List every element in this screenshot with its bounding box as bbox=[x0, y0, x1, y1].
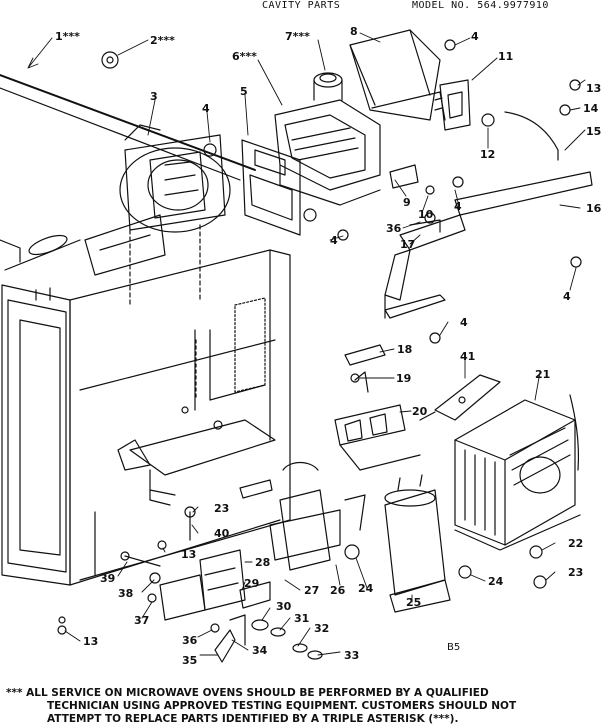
callout-9: 9 bbox=[403, 196, 411, 209]
callout-2: 2*** bbox=[150, 34, 175, 47]
note-line: ATTEMPT TO REPLACE PARTS IDENTIFIED BY A… bbox=[47, 713, 459, 725]
callout-29: 29 bbox=[244, 577, 259, 590]
noise-filter bbox=[419, 374, 501, 421]
callout-27: 27 bbox=[304, 584, 319, 597]
callout-13b: 13 bbox=[181, 548, 196, 561]
callout-4c: 4 bbox=[454, 200, 462, 213]
callout-14: 14 bbox=[583, 102, 599, 115]
fasteners bbox=[57, 39, 582, 635]
callout-20: 20 bbox=[412, 405, 428, 418]
callout-6: 6*** bbox=[232, 50, 257, 63]
magnetron-assembly bbox=[274, 72, 381, 206]
callout-8: 8 bbox=[350, 25, 358, 38]
callout-23b: 23 bbox=[568, 566, 583, 579]
callout-24b: 24 bbox=[358, 582, 374, 595]
callout-23a: 23 bbox=[214, 502, 229, 515]
callout-34: 34 bbox=[252, 644, 268, 657]
callout-36b: 36 bbox=[182, 634, 198, 647]
callout-16: 16 bbox=[586, 202, 602, 215]
callout-10: 10 bbox=[418, 208, 434, 221]
blower-motor-assembly bbox=[84, 124, 231, 306]
callout-22: 22 bbox=[568, 537, 583, 550]
callout-35: 35 bbox=[182, 654, 197, 667]
callout-1: 1*** bbox=[55, 30, 80, 43]
callout-28: 28 bbox=[255, 556, 270, 569]
callout-4b: 4 bbox=[471, 30, 479, 43]
callout-25: 25 bbox=[406, 596, 421, 609]
callout-26: 26 bbox=[330, 584, 346, 597]
callout-5: 5 bbox=[240, 85, 248, 98]
thermal-cutout bbox=[389, 79, 471, 189]
callout-32: 32 bbox=[314, 622, 329, 635]
leader-lines bbox=[27, 32, 586, 656]
callout-19: 19 bbox=[396, 372, 411, 385]
callout-13c: 13 bbox=[83, 635, 98, 648]
callout-33: 33 bbox=[344, 649, 359, 662]
diagram-title: CAVITY PARTS bbox=[262, 0, 341, 11]
callout-30: 30 bbox=[276, 600, 292, 613]
callout-7: 7*** bbox=[285, 30, 310, 43]
callout-40: 40 bbox=[214, 527, 230, 540]
figure-reference-code: B5 bbox=[447, 642, 461, 653]
hv-capacitor bbox=[384, 474, 451, 613]
callout-4f: 4 bbox=[460, 316, 468, 329]
callout-37: 37 bbox=[134, 614, 149, 627]
cord-and-bracket bbox=[384, 111, 593, 319]
callout-4a: 4 bbox=[202, 102, 210, 115]
interlock-switch-holder bbox=[241, 139, 301, 236]
callout-24a: 24 bbox=[488, 575, 504, 588]
callout-12: 12 bbox=[480, 148, 495, 161]
callout-31: 31 bbox=[294, 612, 309, 625]
note-line: *** ALL SERVICE ON MICROWAVE OVENS SHOUL… bbox=[6, 687, 489, 699]
callout-labels: 1*** 2*** 3 4 5 6*** 7*** 8 4 11 13 14 1… bbox=[55, 25, 602, 667]
note-line: TECHNICIAN USING APPROVED TESTING EQUIPM… bbox=[47, 700, 517, 712]
callout-39: 39 bbox=[100, 572, 115, 585]
latch-switch-group bbox=[159, 549, 323, 663]
service-warning-note: *** ALL SERVICE ON MICROWAVE OVENS SHOUL… bbox=[6, 687, 606, 726]
callout-13a: 13 bbox=[586, 82, 601, 95]
callout-41: 41 bbox=[460, 350, 475, 363]
callout-4d: 4 bbox=[330, 234, 338, 247]
model-number: MODEL NO. 564.9977910 bbox=[412, 0, 549, 11]
callout-4e: 4 bbox=[563, 290, 571, 303]
callout-15: 15 bbox=[586, 125, 601, 138]
callout-36a: 36 bbox=[386, 222, 402, 235]
fuse-assembly bbox=[334, 344, 421, 471]
waveguide-duct bbox=[349, 29, 446, 121]
callout-21: 21 bbox=[535, 368, 550, 381]
callout-38: 38 bbox=[118, 587, 133, 600]
callout-17: 17 bbox=[400, 238, 415, 251]
callout-11: 11 bbox=[498, 50, 513, 63]
cavity-frame bbox=[0, 74, 291, 586]
hv-transformer bbox=[454, 394, 581, 551]
callout-18: 18 bbox=[397, 343, 412, 356]
hv-rectifier bbox=[239, 461, 366, 571]
callout-3: 3 bbox=[150, 90, 158, 103]
